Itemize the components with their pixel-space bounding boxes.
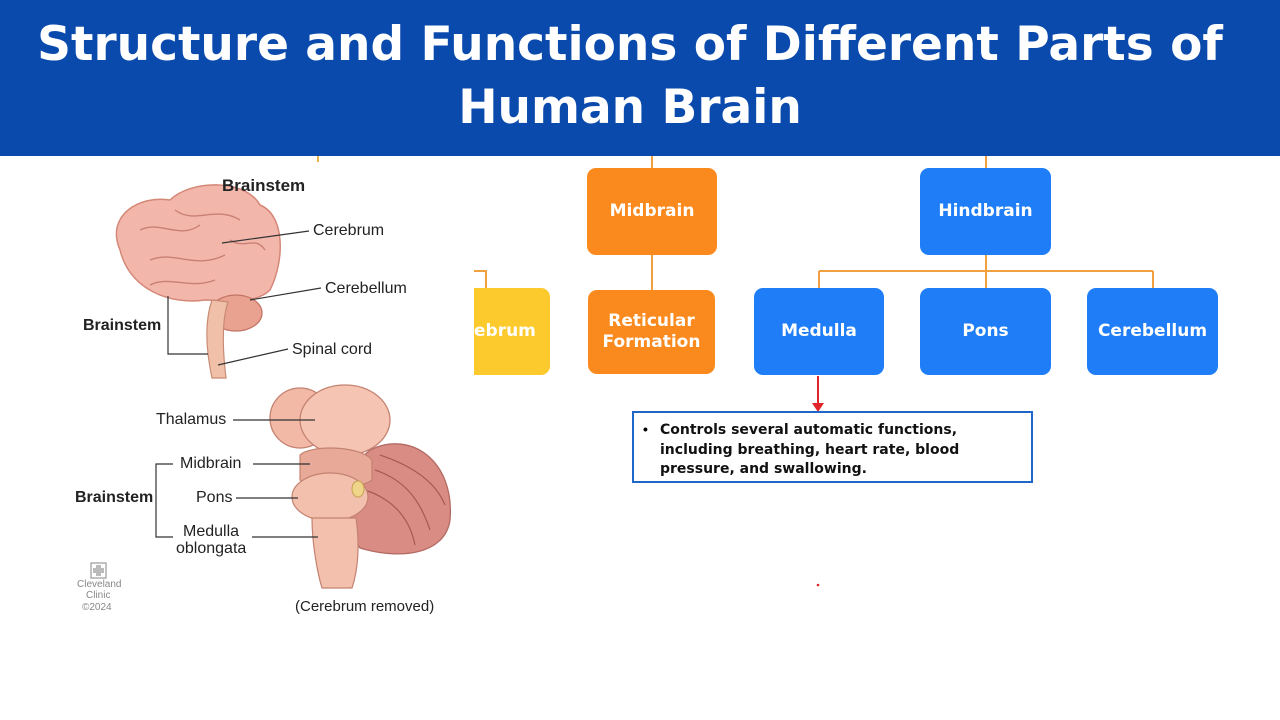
cerebrum-shape	[115, 184, 281, 302]
credit-line-1: Cleveland	[77, 579, 122, 590]
reticular-label-line-2: Formation	[602, 332, 701, 352]
credit-line-3: ©2024	[82, 602, 112, 613]
label-midbrain: Midbrain	[180, 455, 242, 472]
red-dot	[816, 583, 820, 587]
node-hindbrain: Hindbrain	[920, 168, 1051, 255]
label-spinal-cord: Spinal cord	[292, 341, 373, 358]
node-midbrain: Midbrain	[587, 168, 717, 255]
node-cerebrum-partial: ebrum	[474, 288, 550, 375]
node-medulla: Medulla	[754, 288, 884, 375]
label-medulla-line-1: Medulla	[183, 523, 240, 540]
label-brainstem-lower: Brainstem	[75, 489, 154, 506]
credit-line-2: Clinic	[86, 590, 111, 601]
reticular-label-line-1: Reticular	[608, 311, 695, 331]
label-brainstem-left: Brainstem	[83, 317, 162, 334]
label-brainstem-heading: Brainstem	[222, 176, 306, 195]
node-reticular-formation: Reticular Formation	[588, 290, 715, 374]
label-cerebrum-removed: (Cerebrum removed)	[295, 598, 435, 615]
cleveland-clinic-logo	[90, 562, 107, 579]
medulla-shape	[311, 517, 359, 589]
note-text: Controls several automatic functions, in…	[660, 422, 960, 477]
page-title-line-1: Structure and Functions of Different Par…	[37, 17, 1223, 72]
node-cerebellum: Cerebellum	[1087, 288, 1218, 375]
red-arrow-head	[812, 403, 824, 412]
label-pons: Pons	[196, 489, 233, 506]
title-banner: Structure and Functions of Different Par…	[0, 0, 1280, 156]
brainstem-illustration	[269, 384, 451, 589]
spinal-cord-shape	[206, 299, 229, 379]
node-pons: Pons	[920, 288, 1051, 375]
connector-to-cerebrum	[474, 270, 487, 288]
label-thalamus: Thalamus	[156, 411, 227, 428]
node-cerebrum-label: ebrum	[474, 321, 536, 341]
note-bullet: •	[643, 421, 648, 437]
brain-illustration-top	[115, 184, 281, 379]
label-cerebellum: Cerebellum	[325, 280, 407, 297]
medulla-function-note: • Controls several automatic functions, …	[632, 411, 1033, 483]
page-title-line-2: Human Brain	[458, 80, 802, 135]
label-medulla-line-2: oblongata	[176, 540, 247, 557]
label-cerebrum: Cerebrum	[313, 222, 385, 239]
